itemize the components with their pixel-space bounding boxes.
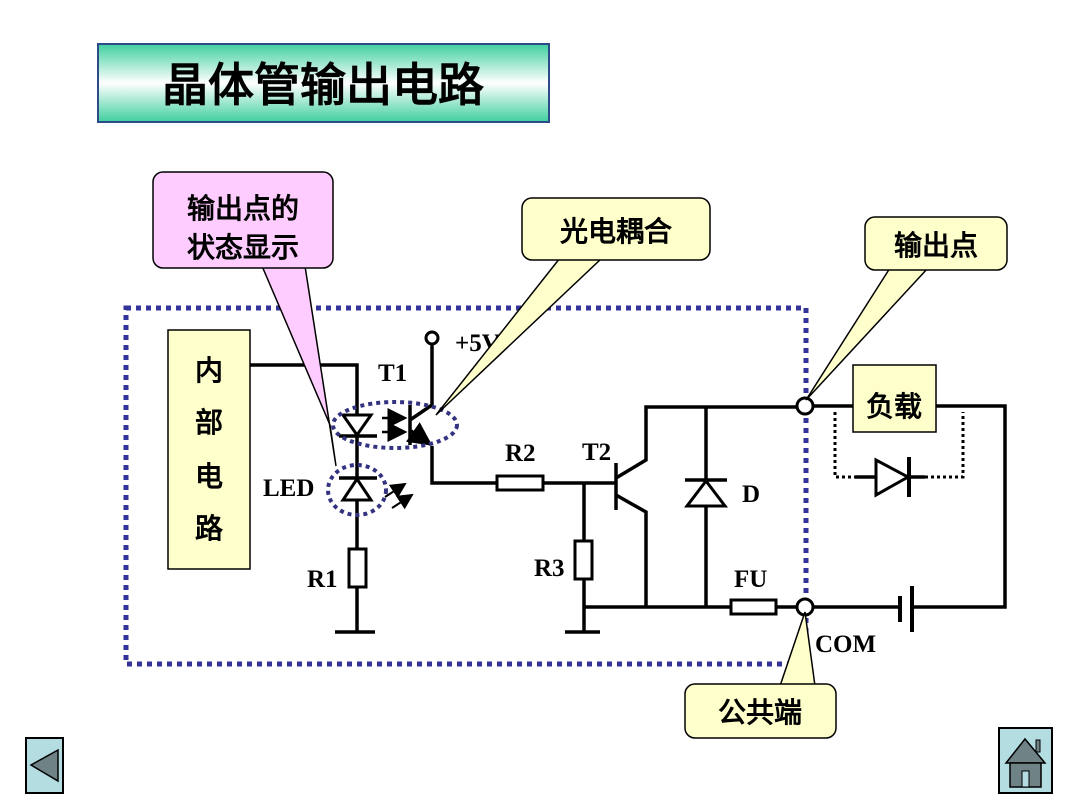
callout-optocoupler: 光电耦合 xyxy=(435,197,711,416)
diode-d xyxy=(683,478,729,508)
fuse-fu xyxy=(729,598,778,616)
svg-text:输出点的: 输出点的 xyxy=(187,192,299,225)
output-terminal xyxy=(795,396,815,416)
load-label: 负载 xyxy=(866,390,922,423)
prev-slide-button[interactable] xyxy=(25,737,64,794)
label-led: LED xyxy=(263,475,314,502)
home-button[interactable] xyxy=(998,727,1053,794)
label-d: D xyxy=(742,481,760,508)
callout-output-point: 输出点 xyxy=(805,216,1008,401)
resistor-r3 xyxy=(573,539,594,581)
svg-text:电: 电 xyxy=(195,460,223,493)
led-branch xyxy=(250,363,414,634)
resistor-r1 xyxy=(347,547,368,589)
svg-text:公共端: 公共端 xyxy=(718,696,802,729)
load-box xyxy=(852,364,937,433)
output-transistor-t2 xyxy=(584,405,797,616)
svg-text:路: 路 xyxy=(195,512,224,545)
svg-text:状态显示: 状态显示 xyxy=(187,231,299,264)
resistor-r2 xyxy=(495,474,545,492)
label-r2: R2 xyxy=(505,440,536,467)
label-r1: R1 xyxy=(307,566,338,593)
optocoupler-highlight xyxy=(331,400,459,450)
title-box: 晶体管输出电路 xyxy=(97,43,550,123)
led-highlight xyxy=(326,463,388,517)
plc-boundary xyxy=(123,305,809,667)
svg-text:内: 内 xyxy=(195,354,223,387)
home-icon xyxy=(1004,737,1047,788)
triangle-left-icon xyxy=(29,748,59,783)
callout-status-display: 输出点的 状态显示 xyxy=(152,171,337,467)
label-t2: T2 xyxy=(582,439,611,466)
freewheel-diode xyxy=(874,457,912,498)
internal-circuit-box: 内 部 电 路 xyxy=(167,329,251,570)
opto-led-diode xyxy=(340,413,374,438)
svg-text:部: 部 xyxy=(195,406,223,439)
status-led-diode xyxy=(340,476,374,502)
label-com: COM xyxy=(815,631,876,658)
phototransistor-t1 xyxy=(405,330,616,634)
label-t1: T1 xyxy=(378,360,407,387)
label-r3: R3 xyxy=(534,555,565,582)
external-load-circuit: 负载 xyxy=(813,364,1007,632)
callout-common-terminal: 公共端 xyxy=(684,611,837,739)
svg-text:光电耦合: 光电耦合 xyxy=(559,215,673,248)
page-title: 晶体管输出电路 xyxy=(162,58,485,112)
svg-text:输出点: 输出点 xyxy=(894,229,978,262)
label-fu: FU xyxy=(734,566,767,593)
